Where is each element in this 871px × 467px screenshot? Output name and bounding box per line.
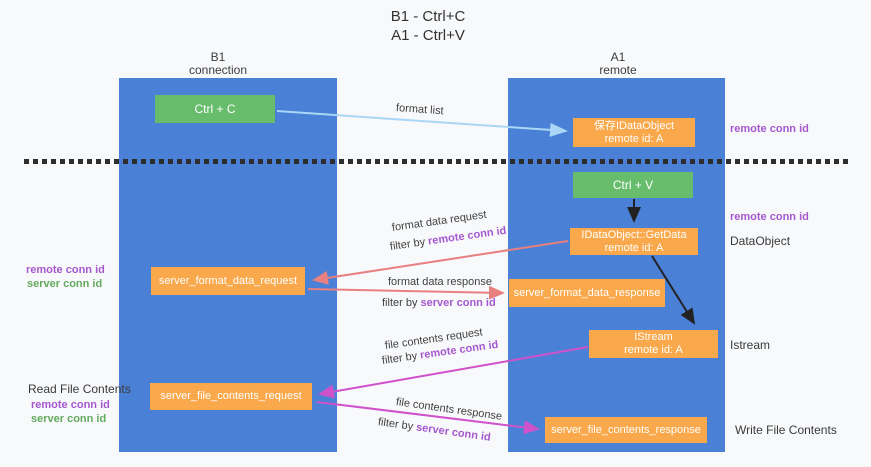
server-format-data-request-box: server_format_data_request [151,267,305,295]
server-file-contents-response-label: server_file_contents_response [551,423,701,436]
server-file-contents-request-label: server_file_contents_request [160,390,302,402]
title-line-b1: B1 - Ctrl+C [390,8,466,25]
filter-by-text: filter by [382,297,421,309]
server-file-contents-response-box: server_file_contents_response [545,417,707,443]
server-conn-id-text: server conn id [420,297,496,309]
right-column-header: A1 remote [558,51,678,77]
getdata-line2: remote id: A [604,241,664,254]
filter-by-text: filter by [389,235,429,253]
remote-conn-id-text: remote conn id [427,224,508,248]
istream-box: IStream remote id: A [589,330,718,358]
remote-conn-id-label-left-mid: remote conn id [26,264,105,276]
getdata-line1: IDataObject::GetData [581,228,687,241]
title-line-a1: A1 - Ctrl+V [391,27,465,44]
server-conn-id-label-left-bottom: server conn id [31,413,107,425]
right-column-subtitle: remote [599,63,637,77]
format-data-response-annotation: format data response [388,276,492,288]
server-format-data-response-label: server_format_data_response [513,286,661,299]
dataobject-label: DataObject [730,234,791,248]
dashed-separator-line [24,159,850,164]
idataobject-getdata-box: IDataObject::GetData remote id: A [570,228,698,255]
read-file-contents-label: Read File Contents [28,382,131,396]
server-format-data-request-label: server_format_data_request [158,274,298,287]
filter-server-conn-annotation-1: filter by server conn id [382,297,496,309]
left-column-header: B1 connection [158,51,278,77]
remote-conn-id-label-mid-right: remote conn id [730,211,809,223]
write-file-contents-label: Write File Contents [735,423,837,437]
right-column-name: A1 [610,50,626,64]
format-list-annotation: format list [395,102,444,118]
ctrl-v-box: Ctrl + V [573,172,693,198]
server-conn-id-label-left-mid: server conn id [27,278,103,290]
left-column-subtitle: connection [188,63,248,77]
filter-by-text: filter by [381,349,421,367]
ctrl-c-box: Ctrl + C [155,95,275,123]
filter-by-text: filter by [377,416,417,434]
diagram-title: B1 - Ctrl+C A1 - Ctrl+V [328,7,528,45]
save-idataobject-line1: 保存IDataObject [593,119,675,132]
format-data-response-arrow [307,285,505,300]
left-column-name: B1 [210,50,226,64]
server-file-contents-request-box: server_file_contents_request [150,383,312,410]
istream-line1: IStream [634,331,673,343]
istream-side-label: Istream [730,338,771,352]
save-idataobject-box: 保存IDataObject remote id: A [573,118,695,147]
istream-line2: remote id: A [624,344,683,356]
file-contents-response-annotation: file contents response [395,396,503,423]
server-format-data-response-box: server_format_data_response [509,279,665,307]
filter-server-conn-annotation-2: filter by server conn id [377,416,491,444]
save-idataobject-line2: remote id: A [604,132,664,145]
remote-conn-id-label-left-bottom: remote conn id [31,399,110,411]
ctrl-c-label: Ctrl + C [194,102,236,116]
server-conn-id-text: server conn id [415,421,492,444]
remote-conn-id-label-top-right: remote conn id [730,123,809,135]
ctrl-v-label: Ctrl + V [612,178,654,192]
